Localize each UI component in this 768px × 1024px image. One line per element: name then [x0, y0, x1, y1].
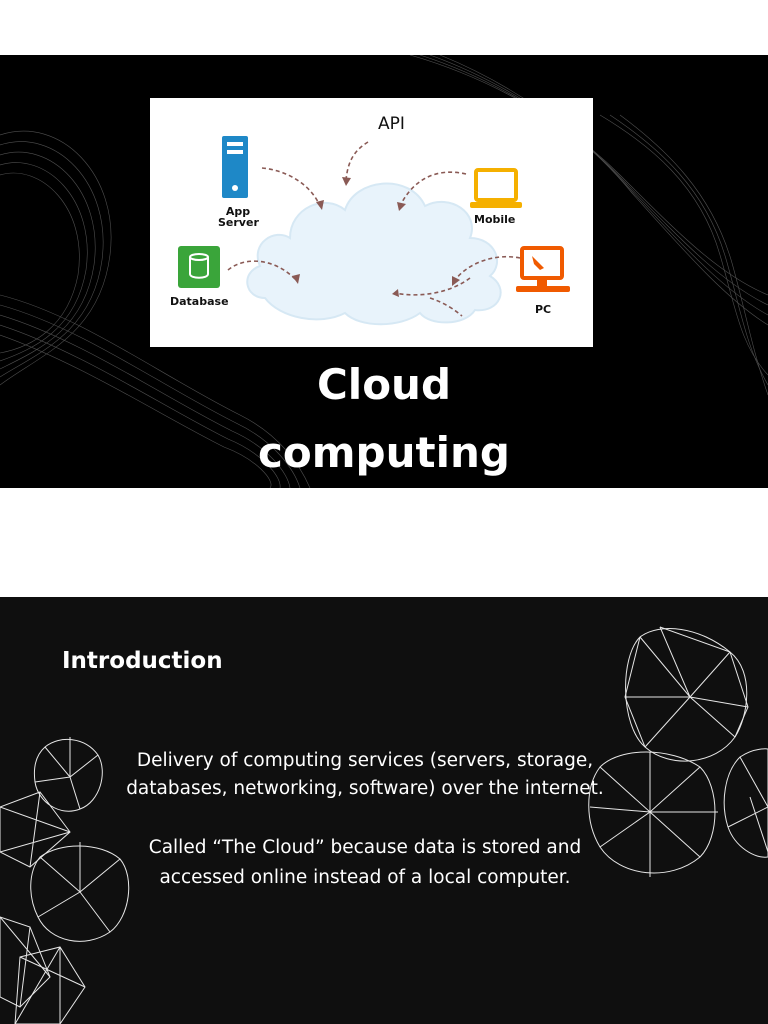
paragraph-1-line-2: databases, networking, software) over th… [126, 778, 604, 799]
cloud-icon [246, 182, 502, 326]
arrowheads [292, 177, 460, 297]
cloud-architecture-diagram: API App Server Mobile Database PC [150, 98, 593, 347]
api-label: API [378, 114, 405, 134]
introduction-slide: Introduction Delivery of computing servi… [0, 597, 768, 1024]
title-line-2: computing [258, 428, 510, 477]
title-slide: API App Server Mobile Database PC Cloud … [0, 55, 768, 488]
arrow-group [227, 141, 521, 317]
diagram-graphics [178, 136, 570, 326]
title-line-1: Cloud [316, 360, 452, 409]
database-icon [178, 246, 220, 288]
app-server-label: App Server [218, 205, 259, 229]
laptop-icon [470, 168, 522, 208]
pc-icon [516, 246, 570, 292]
mobile-label: Mobile [474, 213, 516, 226]
pc-label: PC [535, 303, 552, 316]
paragraph-2-line-2: accessed online instead of a local compu… [159, 867, 571, 888]
server-icon [222, 136, 248, 198]
paragraph-1-line-1: Delivery of computing services (servers,… [136, 750, 594, 771]
paragraph-2-line-1: Called “The Cloud” because data is store… [148, 837, 582, 858]
section-heading: Introduction [62, 648, 223, 674]
database-label: Database [170, 295, 229, 308]
